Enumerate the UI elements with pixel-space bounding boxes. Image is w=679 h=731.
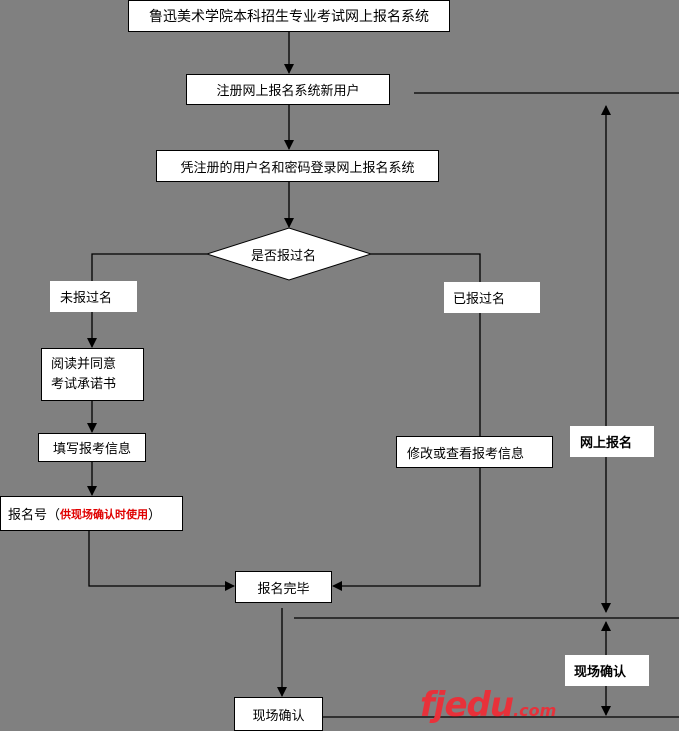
read-agree-box: 阅读并同意 考试承诺书	[41, 348, 144, 401]
fill-info-box: 填写报考信息	[38, 433, 146, 462]
fill-info-text: 填写报考信息	[52, 442, 131, 457]
onsite-label-box: 现场确认	[565, 655, 649, 686]
title-box: 鲁迅美术学院本科招生专业考试网上报名系统	[128, 0, 450, 32]
registered-text: 已报过名	[453, 292, 506, 307]
title-text: 鲁迅美术学院本科招生专业考试网上报名系统	[149, 9, 429, 25]
arrow-modify-complete	[332, 468, 481, 591]
fjedu-watermark: fjedu.com	[420, 688, 556, 722]
reg-number-text: 报名号（	[8, 508, 61, 523]
registered-box: 已报过名	[444, 282, 540, 313]
onsite-label-text: 现场确认	[574, 665, 627, 680]
reg-number-box: 报名号（供现场确认时使用）	[0, 496, 183, 531]
online-label-box: 网上报名	[570, 426, 654, 457]
decision-text: 是否报过名	[251, 249, 317, 264]
arrow-regno-complete	[88, 531, 235, 591]
register-box: 注册网上报名系统新用户	[186, 74, 390, 105]
online-label-text: 网上报名	[580, 436, 633, 451]
not-registered-box: 未报过名	[50, 281, 137, 312]
complete-box: 报名完毕	[235, 571, 332, 603]
reg-number-close: ）	[148, 508, 162, 523]
read-agree-line-2: 考试承诺书	[51, 376, 117, 392]
login-text: 凭注册的用户名和密码登录网上报名系统	[180, 160, 415, 176]
decision-diamond	[205, 227, 373, 281]
onsite-text: 现场确认	[252, 708, 305, 724]
read-agree-line-1: 阅读并同意	[51, 356, 117, 372]
complete-text: 报名完毕	[257, 581, 310, 597]
modify-view-text: 修改或查看报考信息	[407, 446, 525, 462]
modify-view-box: 修改或查看报考信息	[396, 436, 553, 468]
watermark-suffix: .com	[513, 701, 557, 720]
register-text: 注册网上报名系统新用户	[216, 84, 360, 99]
branch-not-registered	[91, 253, 207, 281]
login-box: 凭注册的用户名和密码登录网上报名系统	[156, 150, 439, 182]
not-registered-text: 未报过名	[60, 291, 113, 306]
reg-number-note: 供现场确认时使用	[60, 507, 149, 521]
onsite-box: 现场确认	[234, 697, 323, 731]
branch-registered	[371, 253, 481, 436]
watermark-main: fjedu	[420, 685, 514, 725]
